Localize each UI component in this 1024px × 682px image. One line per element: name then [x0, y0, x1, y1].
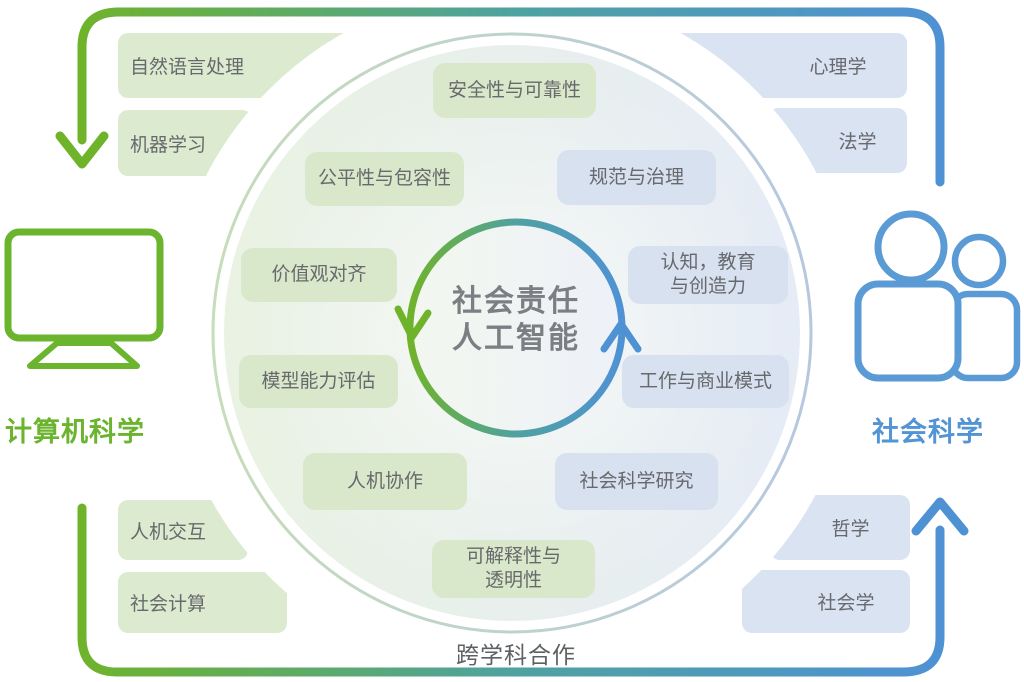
discipline-sociology: 社会学	[817, 593, 875, 614]
topic-box-cognition-education: 认知，教育 与创造力	[628, 246, 788, 304]
discipline-psychology: 心理学	[809, 57, 867, 78]
topic-box-explainability: 可解释性与 透明性	[432, 540, 595, 598]
topic-box-fairness: 公平性与包容性	[305, 152, 464, 206]
topic-box-value-alignment: 价值观对齐	[241, 248, 397, 302]
white-ring	[168, 0, 856, 677]
discipline-hci: 人机交互	[130, 521, 207, 543]
center-title: 社会责任 人工智能	[406, 284, 626, 357]
topic-box-safety: 安全性与可靠性	[433, 63, 596, 118]
people-icon	[854, 210, 1021, 382]
down-arrowhead-icon	[55, 131, 109, 169]
field-title-social-science: 社会科学	[872, 417, 984, 447]
topic-box-governance: 规范与治理	[557, 150, 716, 205]
field-title-computer-science: 计算机科学	[5, 417, 145, 447]
green-cycle-arrowhead-icon	[394, 305, 432, 341]
outer-circle-outline	[211, 32, 813, 634]
up-arrowhead-icon	[911, 497, 969, 536]
topic-box-social-science-research: 社会科学研究	[555, 453, 718, 510]
topic-box-model-evaluation: 模型能力评估	[239, 355, 398, 408]
monitor-icon	[4, 228, 164, 369]
discipline-nlp: 自然语言处理	[130, 57, 245, 78]
center-title-line1: 社会责任	[452, 285, 580, 318]
interdisciplinary-label: 跨学科合作	[456, 642, 576, 668]
center-cycle	[394, 218, 642, 438]
discipline-philosophy: 哲学	[831, 519, 870, 540]
discipline-law: 法学	[838, 132, 877, 153]
outer-discipline-boxes	[118, 33, 910, 633]
top-flow-arrow	[55, 7, 945, 187]
bottom-flow-arrow	[77, 497, 969, 677]
center-title-line2: 人工智能	[452, 321, 580, 355]
discipline-machine-learning: 机器学习	[130, 134, 207, 156]
topic-box-human-ai-collaboration: 人机协作	[303, 453, 467, 510]
discipline-social-computing: 社会计算	[130, 594, 207, 615]
topic-box-work-business: 工作与商业模式	[622, 355, 789, 408]
blue-cycle-arrowhead-icon	[600, 320, 642, 353]
